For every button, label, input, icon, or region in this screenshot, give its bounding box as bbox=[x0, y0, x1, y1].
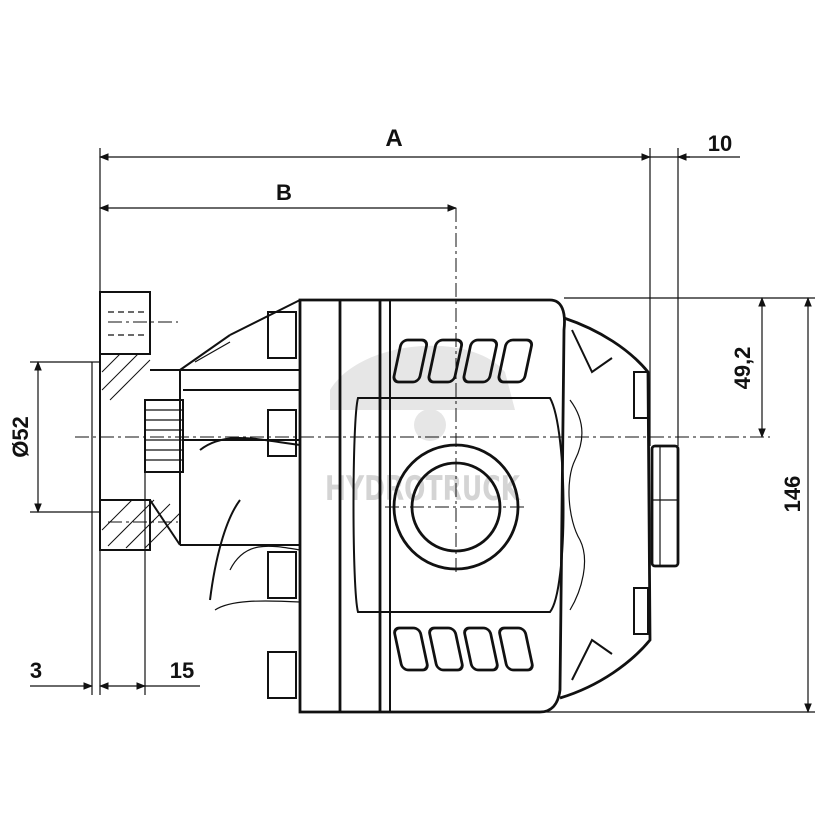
rear-cover bbox=[559, 316, 680, 700]
flange-top-lug bbox=[99, 291, 151, 355]
dim-label-a: A bbox=[385, 125, 402, 152]
bolt-3 bbox=[267, 551, 297, 599]
dimension-146: 146 bbox=[780, 297, 812, 713]
cover-bolts bbox=[267, 311, 297, 699]
bolt-1 bbox=[267, 311, 297, 359]
extension-lines bbox=[30, 148, 815, 713]
watermark-truck-icon bbox=[330, 345, 515, 410]
dimension-49-2: 49,2 bbox=[730, 297, 766, 438]
dim-label-15: 15 bbox=[170, 658, 194, 683]
center-lines bbox=[75, 208, 770, 575]
rear-boss bbox=[650, 444, 680, 568]
dimension-3-15: 3 15 bbox=[30, 658, 200, 690]
dimension-dia52: Ø52 bbox=[8, 361, 42, 513]
dim-label-146: 146 bbox=[780, 476, 805, 513]
dim-label-10: 10 bbox=[708, 131, 732, 156]
watermark-wheel-icon bbox=[414, 409, 446, 441]
bottom-fins bbox=[393, 626, 534, 672]
flange-hatching bbox=[101, 353, 181, 549]
dim-label-3: 3 bbox=[30, 658, 42, 683]
dim-label-49-2: 49,2 bbox=[730, 347, 755, 390]
dimension-b: B bbox=[99, 180, 457, 212]
center-block bbox=[352, 397, 565, 613]
dim-label-dia52: Ø52 bbox=[8, 416, 33, 458]
dim-label-b: B bbox=[276, 180, 292, 205]
spline-shaft bbox=[144, 399, 184, 473]
flange-bottom-lug bbox=[99, 499, 151, 551]
bolt-4 bbox=[267, 651, 297, 699]
top-fins bbox=[392, 338, 534, 384]
bolt-2 bbox=[267, 409, 297, 457]
dimension-a: A bbox=[99, 125, 690, 161]
dimension-10: 10 bbox=[678, 131, 740, 158]
